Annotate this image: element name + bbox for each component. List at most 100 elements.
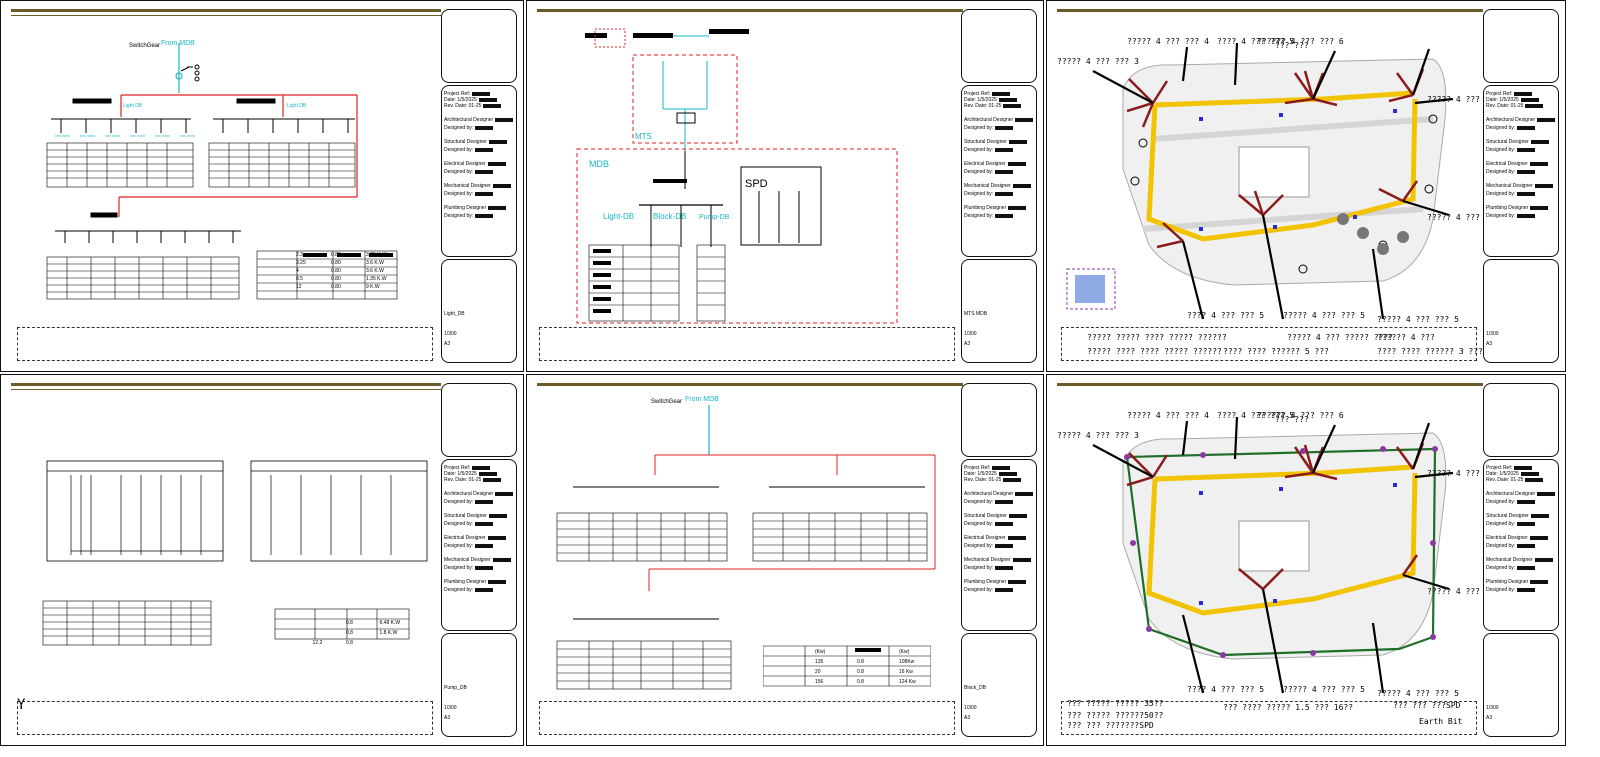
titleblock-row: Designed by: [964,499,1034,505]
redacted-block [475,125,494,130]
sheet-6[interactable]: ????? 4 ??? ??? 4???? 4 ??? ??? 5?????? … [1046,374,1566,746]
redacted-block [1530,513,1549,518]
legend-item: ???? ???? ?????? 5 ??? [1223,347,1329,356]
titleblock-row: Designed by: [444,543,514,549]
callout-label: ??? ??? [1275,415,1309,424]
pump-panel-diagram [42,460,428,646]
title-strip-2 [11,389,441,390]
redacted-block [472,465,491,470]
redacted-block [1008,139,1027,144]
titleblock-row: Project Ref: [964,465,1034,471]
logo-box [961,9,1037,83]
callout-label: ????? 4 ??? ??? 5 [1283,685,1365,694]
titleblock-row: Architectural Designer [964,491,1034,497]
titleblock-row: Plumbing Designer [964,205,1034,211]
sheet-2[interactable]: MTS MDB Light-DB Block-DB Pump-DB SPD Pr… [526,0,1044,372]
drawing-name: MTS MDB [964,311,988,317]
titleblock-row: Designed by: [444,191,514,197]
scale-label: 1/300 [964,705,977,711]
notes-box [17,701,433,735]
redacted-block [1537,491,1556,496]
feed-label-2: From MDB [685,396,719,403]
titleblock-row: Designed by: [1486,169,1556,175]
titleblock-row: Project Ref: [444,91,514,97]
svg-text:SwitchGear: SwitchGear [129,43,160,49]
table-cell: 0.8 [857,659,864,665]
titleblock-row: Architectural Designer [964,117,1034,123]
legend-item: ??? ??? ???SPD [1393,701,1461,710]
redacted-block [995,565,1014,570]
redacted-block [1008,579,1027,584]
callout-label: ????? 4 ??? ??? [1427,469,1500,478]
redacted-block [488,139,507,144]
titleblock-row: Structural Designer [1486,139,1556,145]
logo-box [1483,383,1559,457]
redacted-block [475,587,494,592]
redacted-block [475,521,494,526]
drawing-name: Block_DB [964,685,986,691]
titleblock-row: Designed by: [964,521,1034,527]
titleblock-row: Designed by: [1486,125,1556,131]
redacted-block [495,117,514,122]
callout-label: ????? 4 ??? ??? 5 [1377,315,1459,324]
redacted-block [478,471,497,476]
titleblock-row: Mechanical Designer [964,183,1034,189]
titleblock-row: Electrical Designer [444,161,514,167]
redacted-block [488,579,507,584]
callout-label: ?????? 4 ??? ??? 6 [1257,37,1344,46]
svg-text:MDB: MDB [589,159,609,169]
logo-box [441,9,517,83]
svg-text:xxx xxxx: xxx xxxx [130,133,145,138]
redacted-block [475,565,494,570]
table-header: (Kw) [815,649,826,655]
redacted-block [492,183,511,188]
sheet-3[interactable]: ????? 4 ??? ??? 4???? 4 ??? ??? 5?????? … [1046,0,1566,372]
legend-item: ?????? 4 ??? [1377,333,1435,342]
redacted-block [855,648,881,652]
table-cell: 0.80 [331,252,341,258]
titleblock-row: Designed by: [964,169,1034,175]
legend-item: ??? ???? ????? 1.5 ??? 16?? [1223,703,1354,712]
titleblock-row: Electrical Designer [444,535,514,541]
redacted-block [1514,91,1533,96]
redacted-block [1514,465,1533,470]
titleblock-row: Mechanical Designer [444,557,514,563]
table-cell: 108Kw [899,659,915,665]
table-cell: 0.8 [346,630,353,636]
titleblock-row: Rev. Date: 01-25 [964,103,1034,109]
titleblock-row: Project Ref: [964,91,1034,97]
redacted-block [1530,205,1549,210]
redacted-block [1015,117,1034,122]
redacted-block [488,513,507,518]
redacted-block [1525,477,1544,482]
sheet-size-label: A3 [964,715,971,721]
titleblock-row: Structural Designer [444,139,514,145]
redacted-block [1537,117,1556,122]
drawing-box [1483,259,1559,363]
drawing-box [441,633,517,737]
redacted-block [1520,97,1539,102]
callout-label: ????? 4 ??? ??? 5 [1377,689,1459,698]
titleblock-row: Designed by: [1486,543,1556,549]
ucs-icon: Y [17,697,26,713]
drawing-name: Pump_DB [444,685,467,691]
redacted-block [1008,513,1027,518]
titleblock-row: Electrical Designer [964,161,1034,167]
svg-text:SwitchGear: SwitchGear [651,399,682,405]
table-cell: 0.80 [331,276,341,282]
svg-text:xxx xxxx: xxx xxxx [105,133,120,138]
titleblock-row: Structural Designer [444,513,514,519]
redacted-block [483,103,502,108]
titleblock-row: Designed by: [1486,587,1556,593]
title-strip [1057,9,1483,12]
title-strip [537,383,963,386]
